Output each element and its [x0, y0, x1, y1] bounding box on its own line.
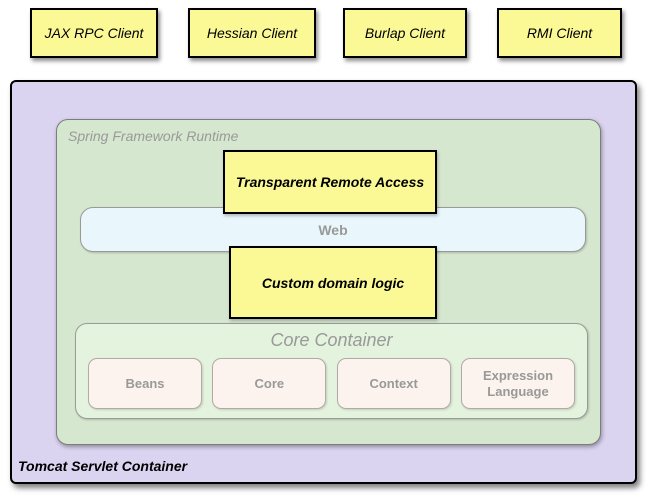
module-box-expression-language-label: Expression Language	[482, 367, 554, 399]
web-bar-label: Web	[318, 221, 348, 238]
custom-domain-logic-label: Custom domain logic	[261, 274, 405, 291]
spring-framework-runtime-label: Spring Framework Runtime	[68, 128, 239, 144]
module-box-beans-label: Beans	[125, 375, 165, 391]
core-container: Core Container Beans Core Context Expres…	[75, 323, 588, 419]
client-box-hessian: Hessian Client	[188, 8, 316, 58]
tomcat-servlet-container: Spring Framework Runtime Web Transparent…	[10, 80, 637, 484]
module-box-beans: Beans	[88, 358, 202, 409]
tomcat-servlet-container-label: Tomcat Servlet Container	[18, 458, 188, 474]
transparent-remote-access-label: Transparent Remote Access	[235, 174, 425, 190]
core-container-title: Core Container	[270, 330, 393, 350]
custom-domain-logic-box: Custom domain logic	[229, 246, 437, 319]
client-box-burlap: Burlap Client	[343, 8, 467, 58]
client-box-burlap-label: Burlap Client	[364, 25, 446, 41]
client-box-hessian-label: Hessian Client	[206, 25, 298, 41]
module-box-context-label: Context	[369, 375, 418, 391]
core-container-modules-row: Beans Core Context Expression Language	[88, 358, 575, 409]
spring-framework-runtime: Spring Framework Runtime Web Transparent…	[56, 119, 601, 445]
client-box-rmi-label: RMI Client	[526, 25, 593, 41]
module-box-core-label: Core	[254, 375, 285, 391]
client-box-jax-rpc-label: JAX RPC Client	[44, 25, 144, 41]
client-box-jax-rpc: JAX RPC Client	[30, 8, 158, 58]
module-box-expression-language: Expression Language	[460, 358, 575, 409]
client-box-rmi: RMI Client	[497, 8, 622, 58]
transparent-remote-access-box: Transparent Remote Access	[223, 150, 437, 214]
module-box-context: Context	[336, 358, 451, 409]
module-box-core: Core	[212, 358, 327, 409]
